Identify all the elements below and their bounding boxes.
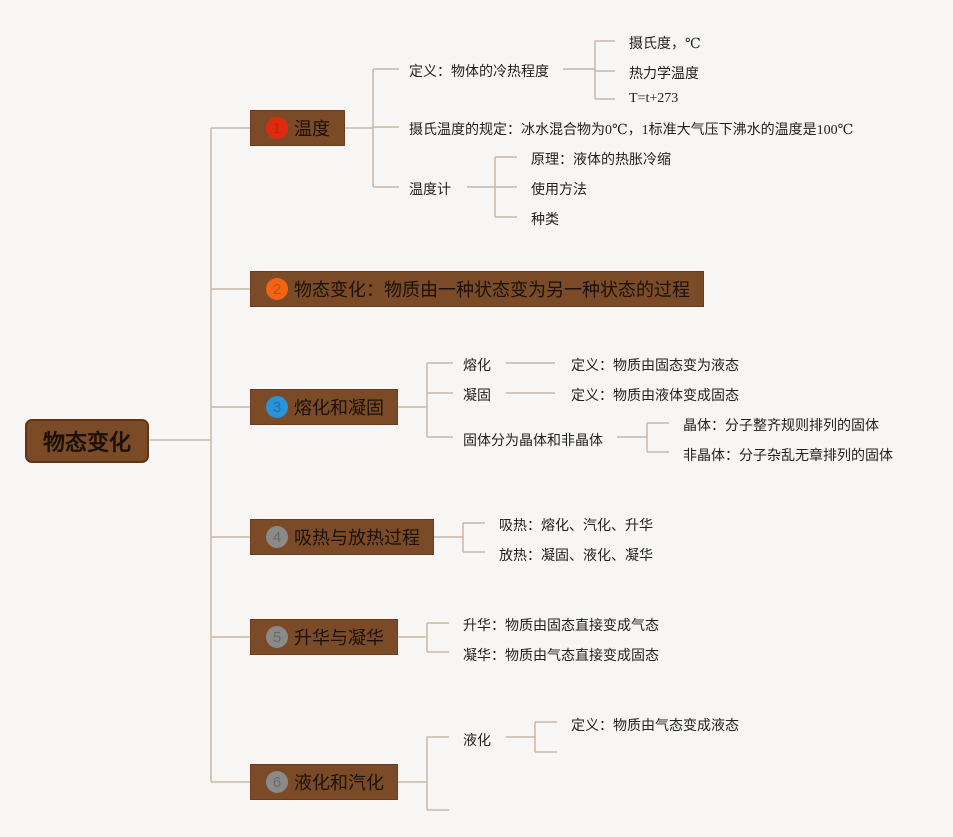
node-1-3-1[interactable]: 原理：液体的热胀冷缩 bbox=[531, 153, 671, 168]
branch-label: 液化和汽化 bbox=[294, 773, 384, 793]
branch-node-4[interactable]: 4 吸热与放热过程 bbox=[250, 519, 434, 555]
node-1-1[interactable]: 定义：物体的冷热程度 bbox=[409, 65, 549, 80]
node-3-1[interactable]: 熔化 bbox=[463, 359, 491, 374]
number-4-badge-icon: 4 bbox=[266, 526, 288, 548]
root-node[interactable]: 物态变化 bbox=[25, 419, 149, 463]
node-6-1[interactable]: 液化 bbox=[463, 734, 491, 749]
number-1-badge-icon: 1 bbox=[266, 117, 288, 139]
node-5-1[interactable]: 升华：物质由固态直接变成气态 bbox=[463, 619, 659, 634]
node-1-1-2[interactable]: 热力学温度 bbox=[629, 67, 699, 82]
branch-node-2[interactable]: 2 物态变化：物质由一种状态变为另一种状态的过程 bbox=[250, 271, 704, 307]
branch-label: 物态变化：物质由一种状态变为另一种状态的过程 bbox=[294, 280, 690, 300]
branch-node-3[interactable]: 3 熔化和凝固 bbox=[250, 389, 398, 425]
node-1-2[interactable]: 摄氏温度的规定：冰水混合物为0℃，1标准大气压下沸水的温度是100℃ bbox=[409, 123, 854, 138]
branch-label: 温度 bbox=[294, 119, 330, 139]
branch-node-6[interactable]: 6 液化和汽化 bbox=[250, 764, 398, 800]
number-5-badge-icon: 5 bbox=[266, 626, 288, 648]
node-3-3-1[interactable]: 晶体：分子整齐规则排列的固体 bbox=[683, 419, 879, 434]
node-1-3-3[interactable]: 种类 bbox=[531, 213, 559, 228]
node-3-2-1[interactable]: 定义：物质由液体变成固态 bbox=[571, 389, 739, 404]
node-5-2[interactable]: 凝华：物质由气态直接变成固态 bbox=[463, 649, 659, 664]
node-3-1-1[interactable]: 定义：物质由固态变为液态 bbox=[571, 359, 739, 374]
branch-label: 吸热与放热过程 bbox=[294, 528, 420, 548]
node-3-2[interactable]: 凝固 bbox=[463, 389, 491, 404]
branch-label: 升华与凝华 bbox=[294, 628, 384, 648]
node-1-3-2[interactable]: 使用方法 bbox=[531, 183, 587, 198]
branch-node-5[interactable]: 5 升华与凝华 bbox=[250, 619, 398, 655]
number-6-badge-icon: 6 bbox=[266, 771, 288, 793]
node-3-3-2[interactable]: 非晶体：分子杂乱无章排列的固体 bbox=[683, 449, 893, 464]
node-4-2[interactable]: 放热：凝固、液化、凝华 bbox=[499, 549, 653, 564]
branch-node-1[interactable]: 1 温度 bbox=[250, 110, 345, 146]
number-2-badge-icon: 2 bbox=[266, 278, 288, 300]
node-1-1-3[interactable]: T=t+273 bbox=[629, 91, 679, 106]
node-1-1-1[interactable]: 摄氏度，℃ bbox=[629, 37, 701, 52]
node-3-3[interactable]: 固体分为晶体和非晶体 bbox=[463, 434, 603, 449]
number-3-badge-icon: 3 bbox=[266, 396, 288, 418]
node-1-3[interactable]: 温度计 bbox=[409, 183, 451, 198]
node-4-1[interactable]: 吸热：熔化、汽化、升华 bbox=[499, 519, 653, 534]
node-6-1-1[interactable]: 定义：物质由气态变成液态 bbox=[571, 719, 739, 734]
branch-label: 熔化和凝固 bbox=[294, 398, 384, 418]
